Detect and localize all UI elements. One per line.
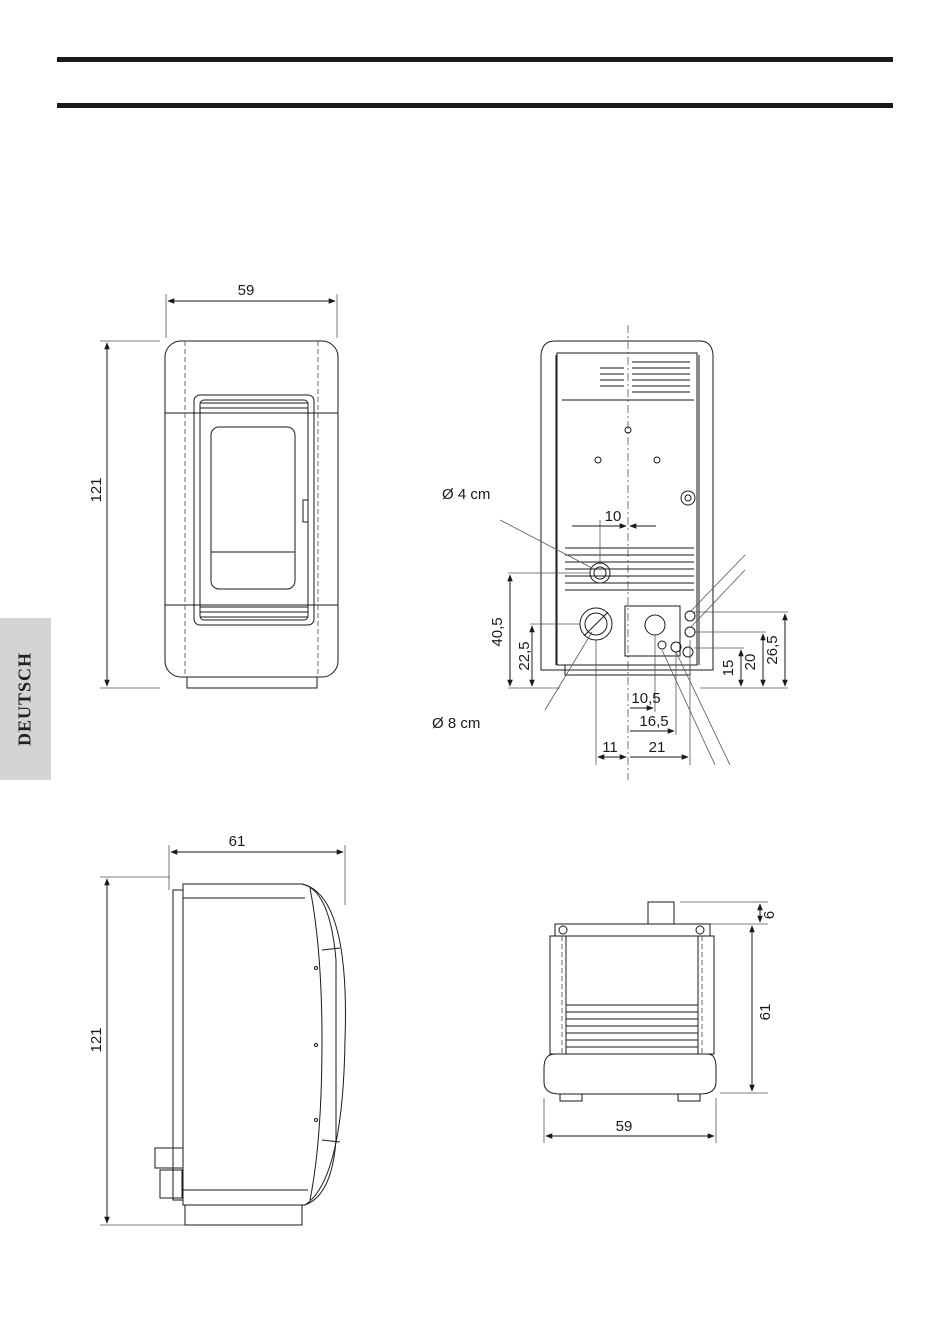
stove-body-front [165, 341, 338, 677]
door-glass [211, 427, 295, 589]
side-height-label: 121 [88, 1027, 105, 1052]
conn-height-2-label: 20 [742, 654, 759, 671]
outlet-left-label: 11 [602, 739, 618, 756]
top-grille [200, 403, 308, 413]
connector-2 [685, 627, 695, 637]
side-depth-label: 61 [229, 833, 246, 850]
flue-height-label: 6 [761, 911, 778, 919]
door-handle [303, 500, 308, 522]
conn-height-1-label: 15 [720, 660, 737, 677]
top-view: 6 61 59 [544, 902, 778, 1143]
front-view: 59 121 [88, 282, 338, 688]
conn-dim-2-label: 16,5 [639, 713, 668, 730]
side-flue-stub [155, 1148, 183, 1168]
connector-1 [685, 611, 695, 621]
bottom-grille [200, 607, 308, 617]
front-width-label: 59 [238, 282, 255, 299]
air-inlet-label: Ø 4 cm [442, 486, 490, 503]
top-depth-label: 61 [757, 1004, 774, 1021]
conn-dim-1-label: 10,5 [631, 690, 660, 707]
top-width-label: 59 [616, 1118, 633, 1135]
inlet-offset-label: 10 [605, 508, 622, 525]
front-height-label: 121 [88, 477, 105, 502]
conn-height-3-label: 26,5 [764, 635, 781, 664]
inlet-height-label: 40,5 [489, 617, 506, 646]
pressure-fitting [681, 491, 695, 505]
flue-pipe [648, 902, 674, 924]
top-grille-pattern [566, 1005, 698, 1047]
rear-view: Ø 4 cm Ø 8 cm 10 40,5 22,5 10,5 16,5 [432, 325, 788, 780]
top-rear-plate [555, 924, 710, 936]
outlet-height-label: 22,5 [516, 641, 533, 670]
front-door [194, 395, 314, 625]
lower-vent [565, 548, 694, 590]
upper-vent [600, 362, 690, 392]
top-front-base [544, 1054, 716, 1094]
side-view: 61 121 [88, 833, 345, 1225]
air-inlet-opening [590, 563, 610, 583]
conn-dim-3-label: 21 [649, 739, 666, 756]
connector-4 [683, 647, 693, 657]
stove-body-side [183, 884, 345, 1205]
smoke-outlet-label: Ø 8 cm [432, 715, 480, 732]
